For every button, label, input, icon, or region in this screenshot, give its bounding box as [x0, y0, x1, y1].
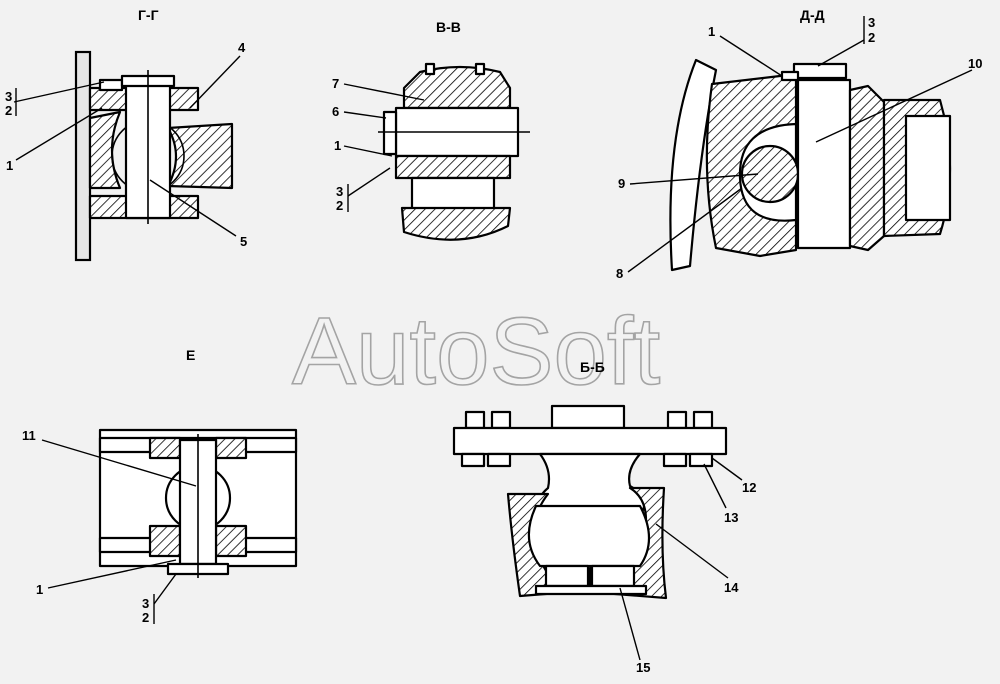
callout-2d: 2	[142, 610, 149, 625]
callout-13: 13	[724, 510, 738, 525]
bottom-block	[400, 206, 512, 241]
bolt-4	[692, 410, 714, 430]
view-e: Е 11 1 3 2	[22, 347, 298, 625]
top-boss	[550, 404, 626, 430]
leader-6	[343, 111, 387, 119]
middle-block	[394, 154, 512, 180]
callout-6: 6	[332, 104, 339, 119]
view-g-g: Г-Г 3 2 1 4 5	[5, 7, 247, 262]
view-d-d: Д-Д 1 3 2 10 9 8	[616, 7, 982, 281]
callout-1d: 1	[36, 582, 43, 597]
nut-1	[460, 452, 486, 468]
flange-plate	[74, 50, 92, 262]
end-ring	[904, 114, 952, 222]
view-title-g-g: Г-Г	[138, 7, 159, 23]
base-plate	[534, 584, 648, 596]
watermark: AutoSoft	[292, 298, 660, 405]
callout-7: 7	[332, 76, 339, 91]
callout-15: 15	[636, 660, 650, 675]
leader-3-2b	[347, 167, 391, 197]
leader-9	[629, 173, 759, 185]
callout-8: 8	[616, 266, 623, 281]
leader-5	[149, 179, 237, 237]
leader-8	[627, 187, 743, 273]
ball-bb	[527, 504, 650, 568]
middle-frame	[410, 176, 496, 214]
callout-9: 9	[618, 176, 625, 191]
washer-dd	[780, 70, 800, 82]
leader-4	[189, 55, 241, 109]
callout-3b: 3	[336, 184, 343, 199]
leader-14	[655, 523, 729, 579]
callout-3c: 3	[868, 15, 875, 30]
callout-1c: 1	[708, 24, 715, 39]
view-title-d-d: Д-Д	[800, 7, 825, 23]
leader-1	[15, 107, 103, 161]
callout-5: 5	[240, 234, 247, 249]
shaft-collar	[382, 110, 398, 156]
view-b-b: Б-Б 12 13 14 15	[452, 359, 756, 675]
leader-1b	[343, 145, 393, 157]
upper-hatch-right	[214, 436, 248, 460]
base-block-right	[590, 564, 636, 588]
callout-12: 12	[742, 480, 756, 495]
bolt-1	[464, 410, 486, 430]
leader-15	[619, 587, 641, 661]
callout-1b: 1	[334, 138, 341, 153]
callout-3d: 3	[142, 596, 149, 611]
neck	[537, 452, 646, 514]
callout-3: 3	[5, 89, 12, 104]
callout-1: 1	[6, 158, 13, 173]
bolt-3	[666, 410, 688, 430]
leader-1c	[719, 35, 783, 77]
nut-2	[486, 452, 512, 468]
lower-hatch-right	[214, 524, 248, 558]
callout-11: 11	[22, 428, 36, 443]
callout-2: 2	[5, 103, 12, 118]
leader-1d	[47, 559, 177, 589]
bolt-2	[490, 410, 512, 430]
right-housing	[848, 84, 886, 252]
top-block	[402, 65, 512, 110]
leader-3-2c	[817, 39, 865, 67]
callout-2b: 2	[336, 198, 343, 213]
view-v-v: В-В 7 6 1 3 2	[332, 19, 530, 241]
nut-4	[688, 452, 714, 468]
nut-3	[662, 452, 688, 468]
callout-4: 4	[238, 40, 246, 55]
leader-12	[711, 457, 743, 481]
leader-13	[703, 463, 727, 509]
leader-10	[815, 69, 973, 143]
leader-11	[41, 439, 197, 487]
main-plate-bb	[452, 426, 728, 456]
top-cap-right	[474, 62, 486, 76]
leader-3-2	[13, 81, 105, 103]
base-block-left	[544, 564, 590, 588]
callout-10: 10	[968, 56, 982, 71]
callout-14: 14	[724, 580, 739, 595]
view-title-v-v: В-В	[436, 19, 461, 35]
view-title-b-b: Б-Б	[580, 359, 605, 375]
top-cap-left	[424, 62, 436, 76]
leader-3-2d	[153, 573, 177, 605]
callout-2c: 2	[868, 30, 875, 45]
view-title-e: Е	[186, 347, 195, 363]
leader-7	[343, 83, 425, 101]
pin-dd	[796, 78, 852, 250]
ball-body-right	[166, 122, 234, 190]
ball-body	[88, 110, 122, 190]
upper-hatch-left	[148, 436, 182, 460]
lower-hatch-left	[148, 524, 182, 558]
pin-head-dd	[792, 62, 848, 80]
